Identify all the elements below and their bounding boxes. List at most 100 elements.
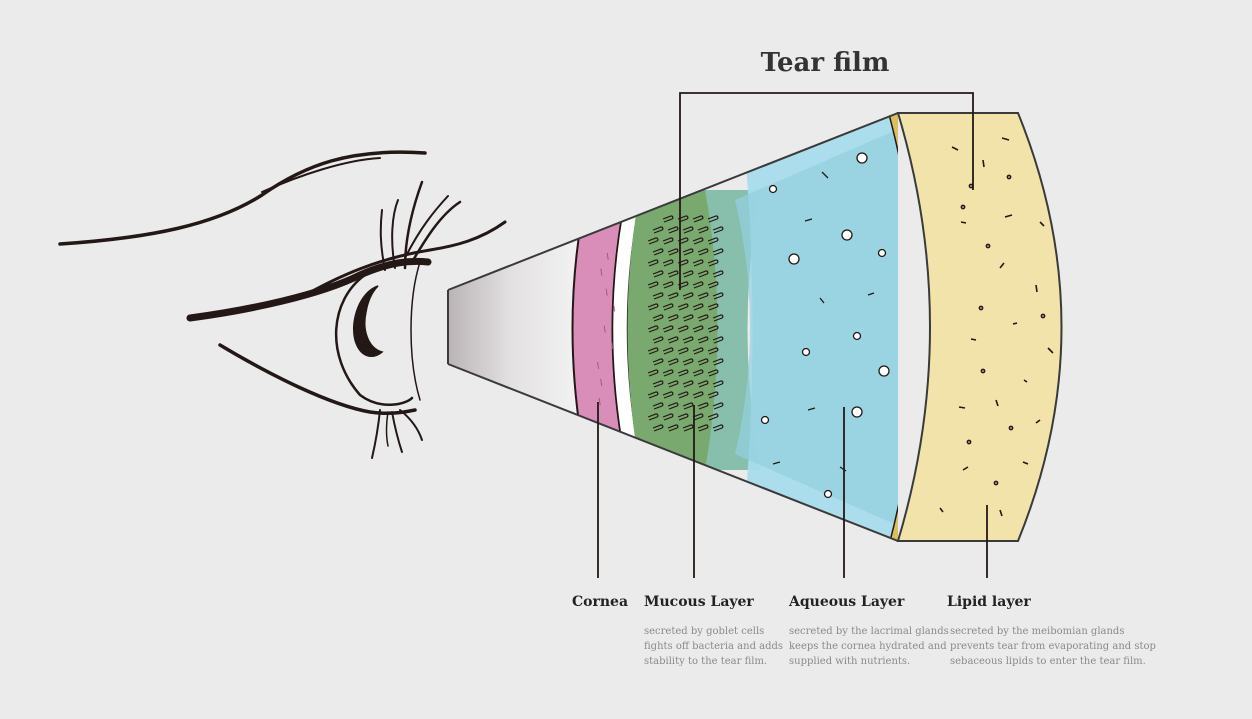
lash-bottom-3 [399,409,423,441]
mucin-strand [712,402,724,410]
mucin-strand [682,248,694,256]
light-beam [448,238,585,416]
mucin-strand [667,226,679,234]
cornea-fiber-marks [597,252,616,406]
lipid-dash [939,507,944,513]
aqueous-bubble [851,406,863,418]
lipid-particles [939,137,1054,517]
label-aqueous-layer: Aqueous Layer [789,594,905,610]
lash-top-4 [404,195,449,259]
mucin-strand [647,303,659,311]
mucin-strand [652,270,664,278]
mucin-strand [697,336,709,344]
mucin-strand [677,413,689,421]
lipid-layer-block [896,112,1063,542]
mucin-strand [682,424,694,432]
aqueous-particles [760,152,890,499]
diagram-title: Tear film [760,48,890,78]
cornea-fiber [597,361,600,370]
lipid-dash [951,146,959,151]
mucin-strand [677,215,689,223]
lash-bottom-1 [371,409,381,459]
mucin-strand [662,237,674,245]
mucin-strand [707,259,719,267]
lipid-droplet [966,439,972,445]
lipid-dash [1012,322,1018,325]
mucin-strand [712,226,724,234]
mucin-strand [662,303,674,311]
iris [410,261,421,401]
mucin-strand [712,292,724,300]
aqueous-bubble [852,331,862,341]
upper-eyelid [186,257,432,322]
lipid-dash [960,221,967,224]
mucin-strand [682,270,694,278]
lipid-droplet [1008,425,1014,431]
aqueous-dash [867,292,875,296]
lipid-dash [1035,419,1041,424]
lipid-droplet [960,204,966,210]
mucin-strand [692,303,704,311]
lipid-dash [1001,137,1010,141]
mucin-strand [677,325,689,333]
mucin-strand [682,358,694,366]
upper-crease [298,220,507,300]
mucin-strand [697,248,709,256]
mucin-strand [682,226,694,234]
mucin-strand [697,226,709,234]
label-cornea: Cornea [572,594,629,610]
mucin-strand [667,270,679,278]
mucin-strand [667,380,679,388]
lash-top-2 [391,199,399,269]
lower-eyelid [218,343,417,415]
tear-film-cone [447,112,1063,542]
eyebrow-tail [261,157,381,193]
aqueous-bubble [856,152,868,164]
mucin-strand [697,270,709,278]
desc-mucous-layer: secreted by goblet cells fights off bact… [644,626,784,667]
desc-aqueous-layer: secreted by the lacrimal glands keeps th… [789,626,949,667]
aqueous-dash [804,218,813,222]
lipid-dash [970,338,977,341]
lipid-dash [999,262,1005,269]
lash-top-3 [410,200,462,264]
mucin-strand [652,380,664,388]
eyeball-outline [334,273,414,406]
mucin-strand [652,336,664,344]
cornea-fiber [600,268,603,276]
mucin-strand [667,292,679,300]
lipid-droplet [993,480,999,486]
lash-top-5 [379,209,386,271]
mucin-strand [667,402,679,410]
mucin-strand [662,281,674,289]
aqueous-dash [821,171,829,179]
lipid-dash [1023,379,1028,383]
mucin-strand [647,347,659,355]
mucin-strands [647,215,724,432]
lipid-dash [995,399,999,407]
mucin-strand [707,391,719,399]
mucin-strand [707,413,719,421]
lipid-dash [958,406,966,409]
mucin-strand [662,259,674,267]
label-lipid-layer: Lipid layer [947,594,1031,610]
mucin-strand [677,237,689,245]
mucin-strand [697,358,709,366]
mucin-strand [677,347,689,355]
mucin-strand [712,358,724,366]
tear-film-bracket [679,92,974,290]
lipid-droplet [1040,313,1046,319]
mucin-strand [707,347,719,355]
mucin-strand [692,259,704,267]
cornea-fiber [603,325,606,333]
mucin-strand [677,281,689,289]
cornea-fiber [605,288,608,296]
mucin-strand [677,259,689,267]
label-leader-lines [597,402,988,578]
label-mucous-layer: Mucous Layer [644,594,754,610]
lipid-dash [962,466,969,471]
eyebrow-stroke [58,150,427,246]
aqueous-bubble [877,248,887,258]
aqueous-inner [735,125,898,530]
